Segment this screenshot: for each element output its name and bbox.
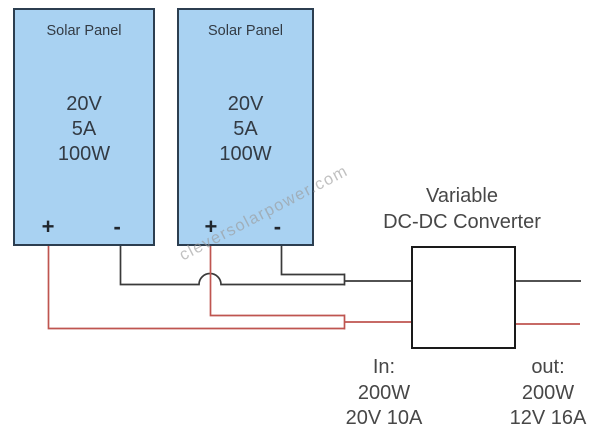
solar-panel-1-specs: 20V 5A 100W <box>15 92 153 167</box>
dc-dc-converter-box <box>411 246 516 349</box>
solar-panel-2-power: 100W <box>219 143 272 165</box>
solar-panel-2-voltage: 20V <box>227 93 264 115</box>
solar-panel-2: Solar Panel 20V 5A 100W + - <box>177 8 314 246</box>
converter-input-label: In: 200W 20V 10A <box>324 355 444 432</box>
input-heading: In: <box>372 356 396 378</box>
solar-panel-2-title: Solar Panel <box>208 23 283 39</box>
solar-panel-1: Solar Panel 20V 5A 100W + - <box>13 8 155 246</box>
converter-label-line2: DC-DC Converter <box>383 211 541 233</box>
solar-panel-1-voltage: 20V <box>66 93 102 115</box>
converter-output-label: out: 200W 12V 16A <box>488 355 600 432</box>
input-power: 200W <box>357 381 411 404</box>
solar-panel-1-positive-terminal: + <box>41 214 55 239</box>
solar-panel-2-current: 5A <box>233 118 258 140</box>
output-heading: out: <box>531 356 565 378</box>
converter-label-line1: Variable <box>426 185 498 207</box>
panel2-negative-wire <box>280 245 345 276</box>
converter-label: Variable DC-DC Converter <box>352 183 572 235</box>
solar-panel-2-positive-terminal: + <box>204 214 218 239</box>
solar-panel-1-power: 100W <box>57 143 111 165</box>
panel1-negative-wire <box>119 245 345 286</box>
output-spec: 12V 16A <box>509 407 587 429</box>
input-spec: 20V 10A <box>345 407 423 429</box>
panel2-positive-wire <box>209 245 345 317</box>
output-power: 200W <box>521 381 575 404</box>
solar-panel-1-current: 5A <box>71 118 97 140</box>
solar-panel-1-title: Solar Panel <box>46 23 122 39</box>
solar-panel-2-negative-terminal: - <box>273 214 282 239</box>
solar-panel-1-negative-terminal: - <box>113 214 121 239</box>
solar-panel-2-specs: 20V 5A 100W <box>179 92 312 167</box>
